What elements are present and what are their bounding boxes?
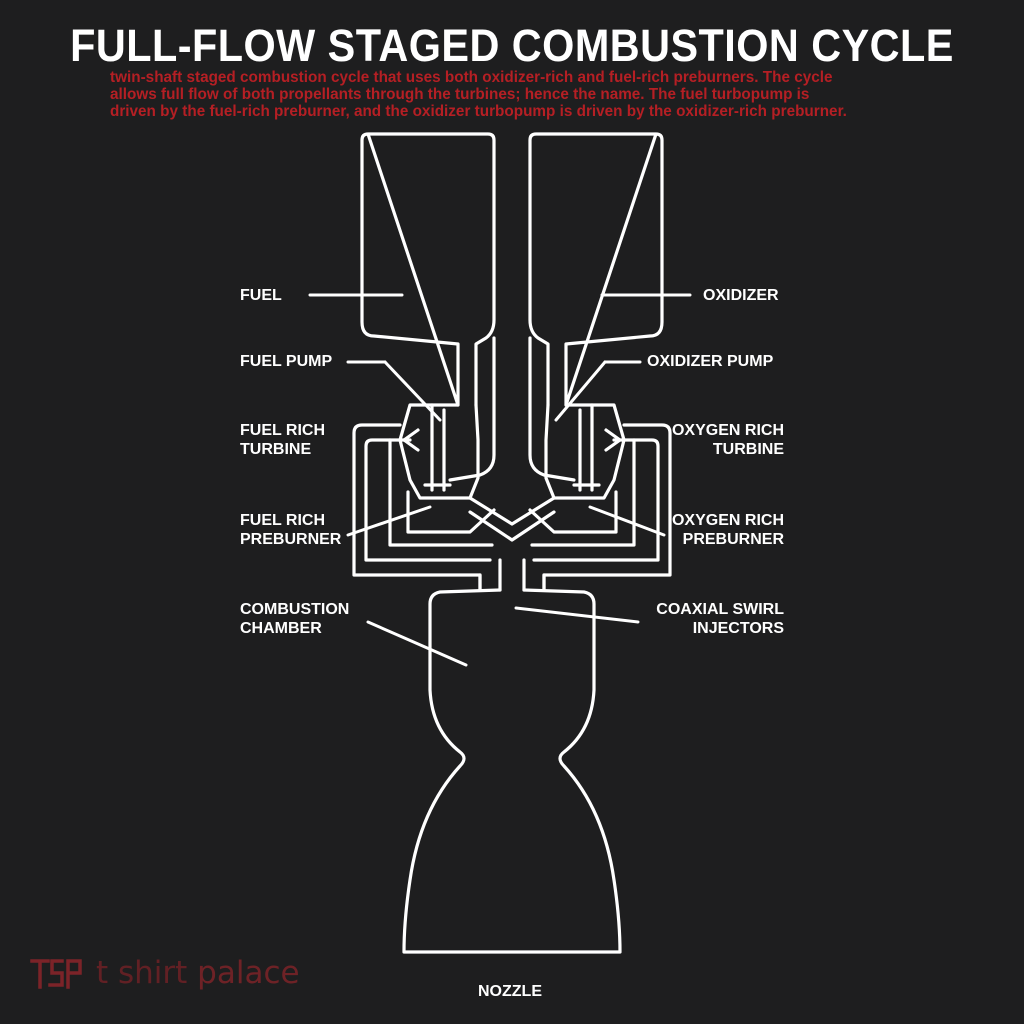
leader-combustion-chamber xyxy=(366,620,468,667)
label-fuel-rich-preburner: FUEL RICH PREBURNER xyxy=(240,512,342,548)
label-nozzle: NOZZLE xyxy=(478,983,542,1000)
label-fuel: FUEL xyxy=(240,287,282,304)
label-oxygen-rich-turbine: OXYGEN RICH TURBINE xyxy=(671,422,784,458)
fuel-pump-shaft xyxy=(423,403,452,492)
watermark-text-second: palace xyxy=(187,955,300,991)
fuel-tank xyxy=(360,132,496,407)
watermark-text-first: t shirt xyxy=(96,955,188,991)
diagram-title: FULL-FLOW STAGED COMBUSTION CYCLE xyxy=(70,20,954,71)
label-oxidizer-pump: OXIDIZER PUMP xyxy=(647,353,774,370)
oxidizer-pump-shaft xyxy=(572,403,601,492)
leader-coaxial-injectors xyxy=(514,606,640,624)
fuel-turbine-inner xyxy=(364,438,492,562)
oxidizer-tank xyxy=(528,132,664,407)
label-fuel-rich-turbine: FUEL RICH TURBINE xyxy=(240,422,326,458)
diagram-description: twin-shaft staged combustion cycle that … xyxy=(110,69,847,120)
label-oxidizer: OXIDIZER xyxy=(703,287,779,304)
label-coaxial-swirl-injectors: COAXIAL SWIRL INJECTORS xyxy=(656,601,784,637)
oxidizer-pump-housing xyxy=(544,403,626,500)
oxidizer-turbine-inner xyxy=(532,438,660,562)
leader-oxidizer-pump-diag xyxy=(554,360,607,422)
label-oxygen-rich-preburner: OXYGEN RICH PREBURNER xyxy=(671,512,784,548)
leader-fuel-pump-diag xyxy=(383,360,442,422)
fuel-rich-turbine xyxy=(352,423,482,592)
watermark-text: t shirt palace xyxy=(96,955,300,991)
oxidizer-turbine-arrow xyxy=(604,428,622,452)
fuel-turbine-arrow xyxy=(402,428,420,452)
preburner-crossover xyxy=(468,496,556,542)
combustion-chamber xyxy=(402,588,622,954)
fuel-pump-housing xyxy=(398,403,480,500)
injector-manifold xyxy=(478,558,546,592)
label-fuel-pump: FUEL PUMP xyxy=(240,353,333,370)
tsp-logo-icon xyxy=(30,959,82,989)
leader-fuel-preburner xyxy=(346,505,432,537)
oxygen-rich-turbine xyxy=(542,423,672,592)
oxidizer-main-line xyxy=(528,336,576,482)
label-combustion-chamber: COMBUSTION CHAMBER xyxy=(240,601,350,637)
fuel-main-line xyxy=(448,336,496,482)
leader-oxygen-preburner xyxy=(588,505,666,537)
watermark: t shirt palace xyxy=(30,955,300,991)
